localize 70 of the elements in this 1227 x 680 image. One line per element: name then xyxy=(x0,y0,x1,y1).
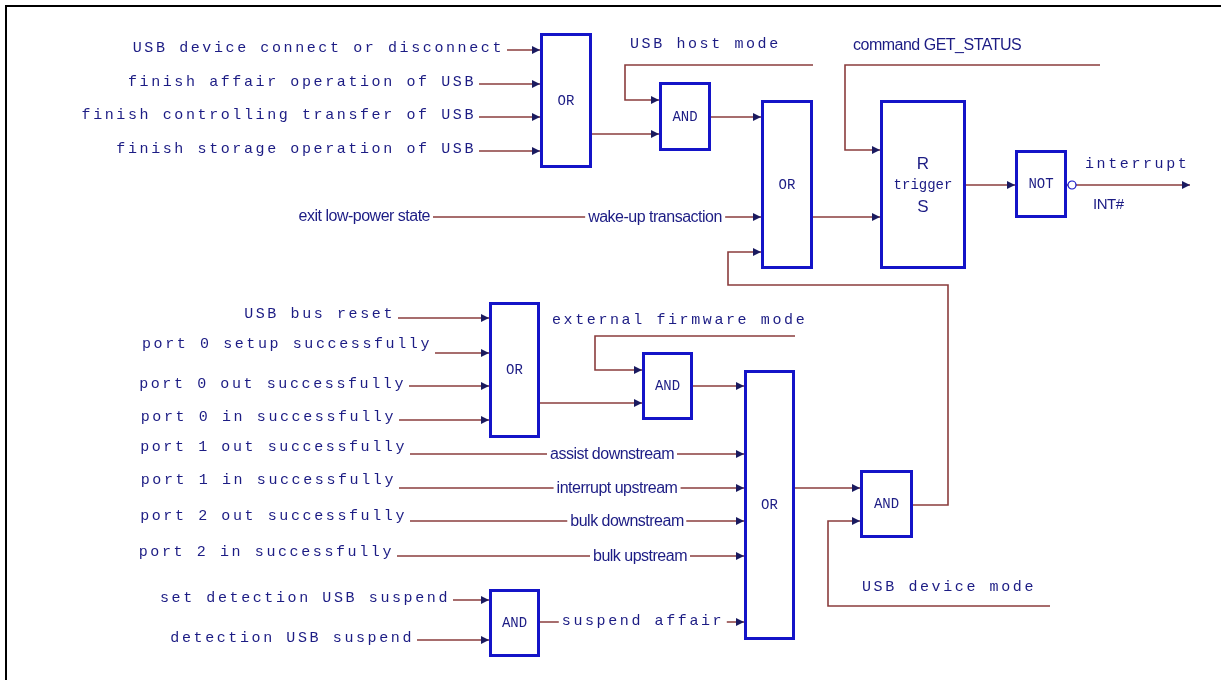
signal-text: USB bus reset xyxy=(244,306,395,324)
gate-label: OR xyxy=(778,177,796,192)
edge-label: USB host mode xyxy=(630,36,781,54)
edge-label: suspend affair xyxy=(558,613,728,631)
logic-gate xyxy=(540,33,592,168)
connector-arrow xyxy=(452,596,490,604)
edge-label: wake-up transaction xyxy=(585,208,725,226)
signal-text: set detection USB suspend xyxy=(159,590,450,608)
edge-label: interrupt upstream xyxy=(553,479,681,497)
signal-text: finish affair operation of USB xyxy=(127,74,476,92)
edge-label: command GET_STATUS xyxy=(853,36,1022,54)
connector-arrow xyxy=(827,517,1051,607)
logic-gate xyxy=(489,589,540,657)
logic-gate xyxy=(761,100,813,269)
logic-gate xyxy=(860,470,913,538)
signal-text: finish storage operation of USB xyxy=(116,141,476,159)
gate-label: R xyxy=(916,154,930,172)
connector-arrow xyxy=(416,636,490,644)
gate-label: AND xyxy=(672,109,698,124)
connector-arrow xyxy=(591,130,660,138)
signal-text: exit low-power state xyxy=(298,207,430,225)
signal-name: INT# xyxy=(1093,195,1124,213)
signal-text: port 0 setup successfully xyxy=(141,336,432,354)
signal-text: port 2 in successfully xyxy=(138,544,394,562)
edge-label: external firmware mode xyxy=(552,312,808,330)
signal-text: detection USB suspend xyxy=(170,630,414,648)
connector-arrow xyxy=(727,248,949,506)
connector-arrow xyxy=(397,314,490,322)
connector-arrow xyxy=(965,181,1016,189)
logic-gate xyxy=(744,370,795,640)
connector-arrow xyxy=(408,382,490,390)
flip-flop-block xyxy=(880,100,966,269)
connector-arrow xyxy=(478,80,541,88)
connector-arrow xyxy=(539,399,643,407)
edge-label: interrupt xyxy=(1085,156,1190,174)
edge-label: bulk upstream xyxy=(590,547,690,565)
gate-label: AND xyxy=(873,497,900,511)
gate-label: NOT xyxy=(1028,177,1054,191)
gate-label: AND xyxy=(501,616,528,630)
connector-arrow xyxy=(812,213,881,221)
signal-text: finish controlling transfer of USB xyxy=(81,107,476,125)
connector-arrow xyxy=(398,416,490,424)
signal-text: port 2 out successfully xyxy=(140,508,407,526)
connector-arrow xyxy=(506,46,541,54)
connector-arrow xyxy=(710,113,762,121)
logic-gate xyxy=(489,302,540,438)
logic-gate xyxy=(642,352,693,420)
connector-arrow xyxy=(478,147,541,155)
connector-arrow xyxy=(794,484,861,492)
logic-gate xyxy=(1015,150,1067,218)
gate-label: OR xyxy=(761,498,778,512)
connector-arrow xyxy=(1066,180,1191,190)
gate-label: OR xyxy=(557,93,575,108)
signal-text: port 0 in successfully xyxy=(140,409,396,427)
connector-arrow xyxy=(434,349,490,357)
gate-label: OR xyxy=(506,363,523,377)
gate-label: trigger xyxy=(893,177,953,192)
edge-label: USB device mode xyxy=(862,579,1037,597)
gate-label: AND xyxy=(654,379,681,393)
signal-text: port 0 out successfully xyxy=(139,376,406,394)
connector-arrow xyxy=(624,64,814,104)
logic-gate xyxy=(659,82,711,151)
gate-label: S xyxy=(917,197,929,215)
connector-arrow xyxy=(844,64,1101,154)
signal-text: port 1 in successfully xyxy=(140,472,396,490)
connector-arrow xyxy=(478,113,541,121)
connector-arrow xyxy=(692,382,745,390)
signal-text: USB device connect or disconnect xyxy=(132,40,504,58)
signal-text: port 1 out successfully xyxy=(140,439,407,457)
connector-arrow xyxy=(594,335,796,374)
